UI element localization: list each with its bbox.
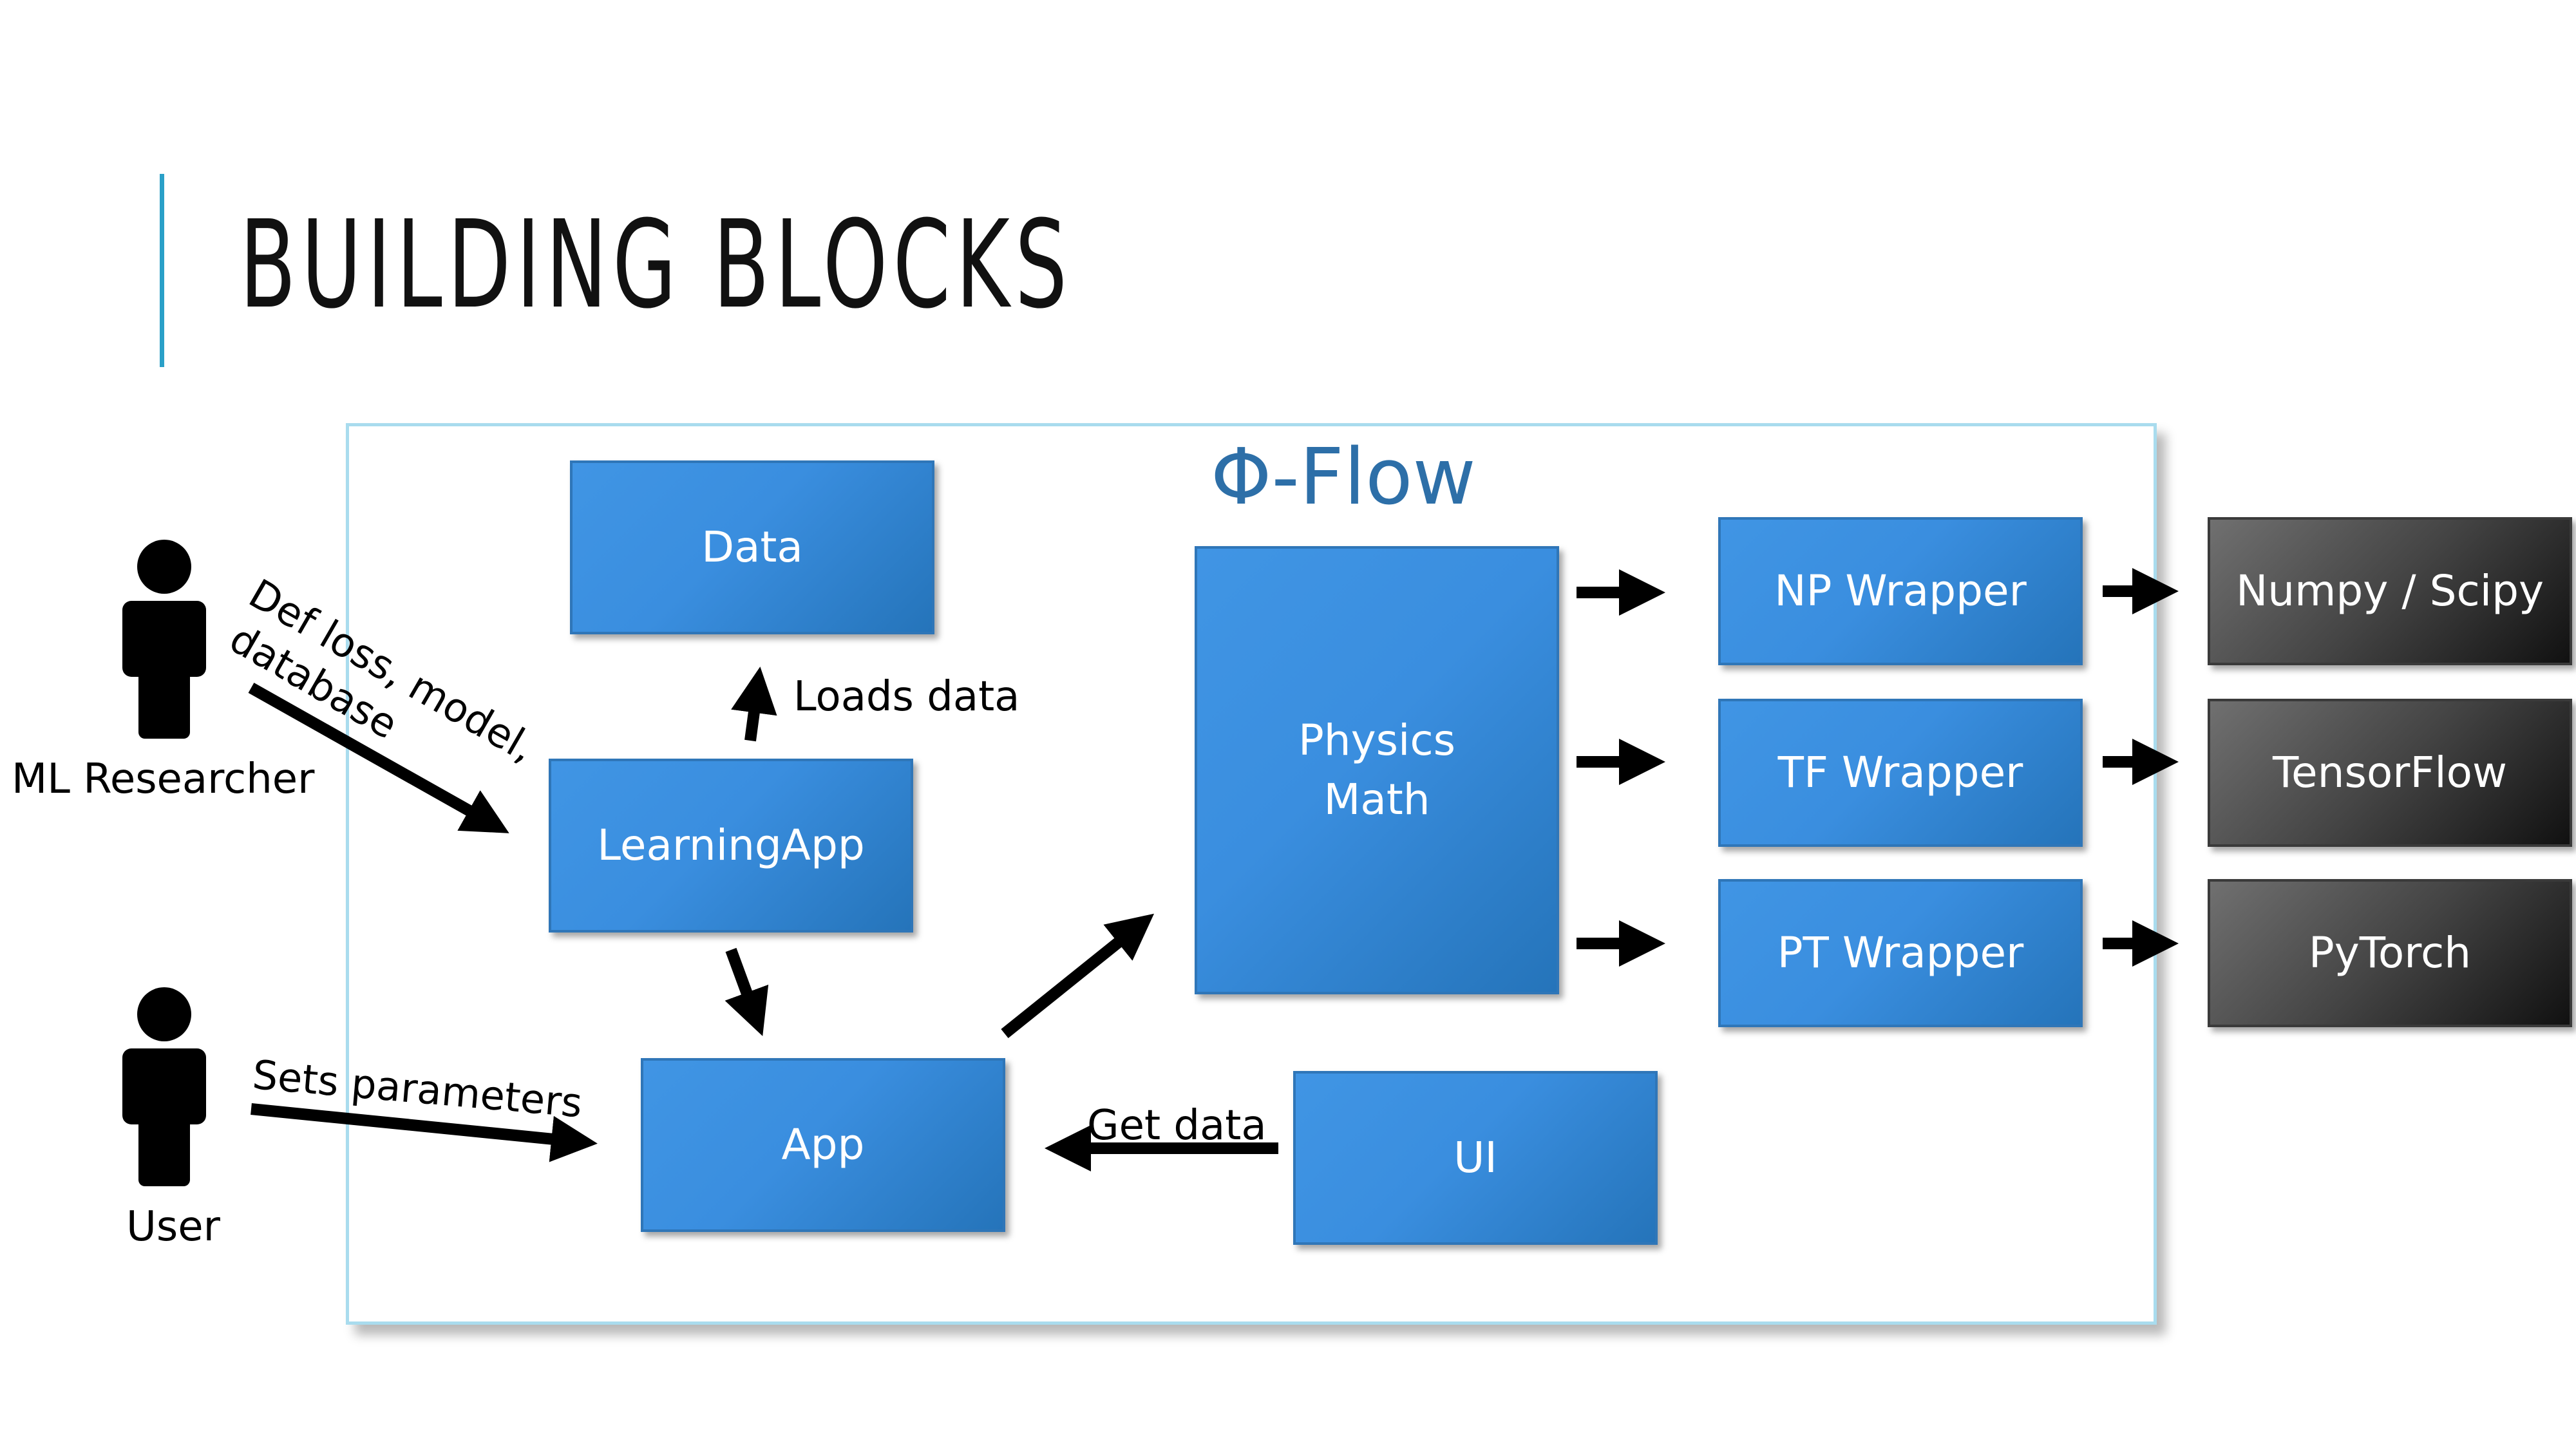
- arrow-learningapp-to-data: [731, 667, 777, 742]
- app-block-label: App: [781, 1119, 865, 1170]
- phiflow-frame-title: Φ-Flow: [1211, 433, 1476, 522]
- arrow-learningapp-to-app: [724, 947, 769, 1036]
- get-data-label: Get data: [1087, 1102, 1267, 1150]
- ui-block: UI: [1293, 1071, 1658, 1245]
- user-label: User: [126, 1203, 220, 1251]
- pytorch-block-label: PyTorch: [2308, 927, 2472, 978]
- arrow-researcher-to-learningapp: [248, 683, 509, 833]
- numpy-scipy-block: Numpy / Scipy: [2208, 517, 2572, 665]
- ml-researcher-label: ML Researcher: [12, 755, 315, 803]
- learningapp-block: LearningApp: [549, 759, 913, 933]
- tensorflow-block-label: TensorFlow: [2272, 747, 2508, 797]
- np-wrapper-block: NP Wrapper: [1718, 517, 2083, 665]
- tf-wrapper-block-label: TF Wrapper: [1777, 747, 2023, 797]
- physics-math-block-label: Physics Math: [1298, 711, 1455, 830]
- np-wrapper-block-label: NP Wrapper: [1774, 565, 2027, 616]
- tensorflow-block: TensorFlow: [2208, 699, 2572, 847]
- title-accent-bar: [160, 174, 164, 367]
- app-block: App: [641, 1058, 1005, 1232]
- physics-math-block: Physics Math: [1195, 546, 1559, 994]
- data-block-label: Data: [701, 522, 803, 572]
- pt-wrapper-block-label: PT Wrapper: [1777, 927, 2024, 978]
- numpy-scipy-block-label: Numpy / Scipy: [2235, 565, 2544, 616]
- learningapp-block-label: LearningApp: [597, 820, 865, 870]
- physics-math-line1: Physics: [1298, 715, 1456, 765]
- arrow-app-to-physics: [1001, 913, 1155, 1039]
- tf-wrapper-block: TF Wrapper: [1718, 699, 2083, 847]
- pt-wrapper-block: PT Wrapper: [1718, 879, 2083, 1027]
- ui-block-label: UI: [1454, 1132, 1497, 1182]
- slide-title: BUILDING BLOCKS: [240, 194, 1073, 336]
- person-icon: [122, 987, 206, 1186]
- person-icon: [122, 540, 206, 739]
- loads-data-label: Loads data: [793, 673, 1020, 721]
- data-block: Data: [570, 460, 934, 634]
- arrow-user-to-app: [251, 1103, 598, 1162]
- pytorch-block: PyTorch: [2208, 879, 2572, 1027]
- physics-math-line2: Math: [1323, 775, 1430, 824]
